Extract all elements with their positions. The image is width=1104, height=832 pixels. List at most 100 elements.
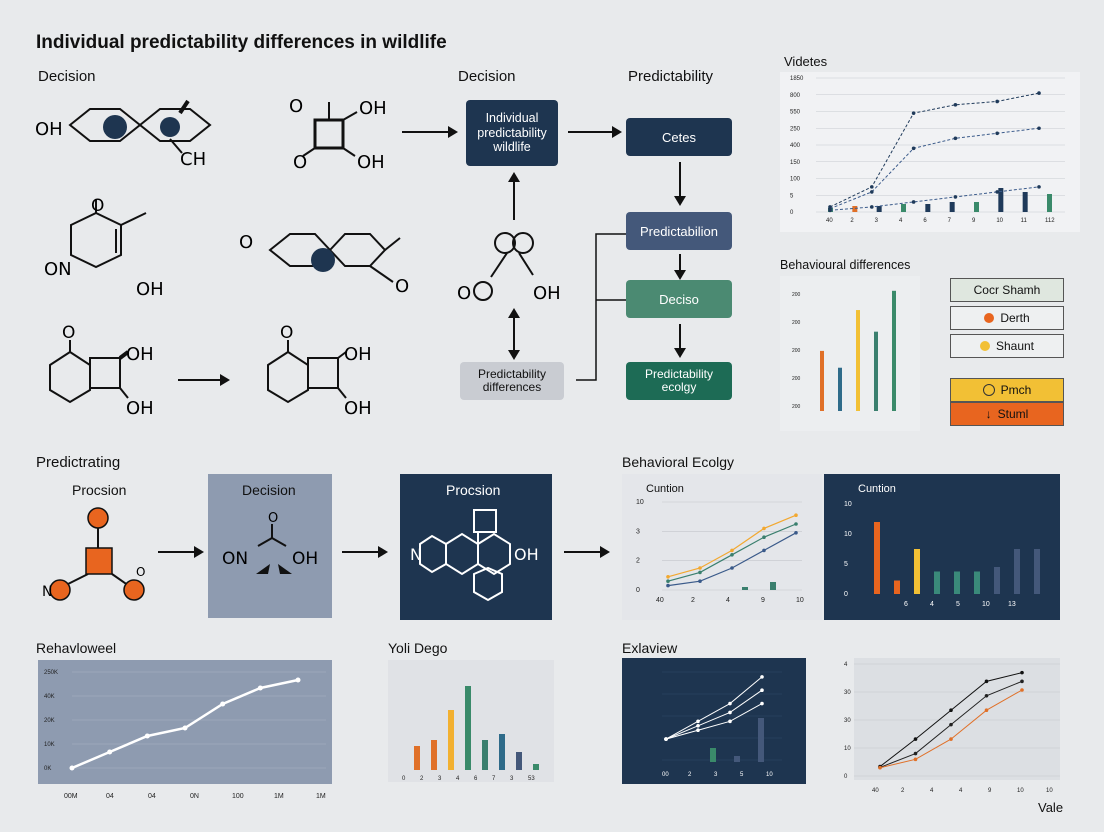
panel-procsion: Procsion N OH bbox=[400, 474, 552, 620]
cuntion-dark-xtick: 13 bbox=[1008, 601, 1016, 608]
videtes-ytick: 400 bbox=[790, 143, 801, 149]
cuntion-point bbox=[666, 575, 670, 579]
cuntion-ytick: 2 bbox=[636, 558, 640, 565]
chart2-title: Yoli Dego bbox=[388, 640, 448, 656]
cuntion-point bbox=[794, 531, 798, 535]
br-point bbox=[913, 751, 918, 756]
videtes-ytick: 0 bbox=[790, 210, 794, 216]
section-label-decision: Decision bbox=[38, 68, 96, 85]
arrow-updown bbox=[508, 308, 520, 360]
arrow-up-1 bbox=[508, 172, 520, 220]
exla-bar bbox=[734, 756, 740, 762]
flow-box-3: Deciso bbox=[626, 280, 732, 318]
mol3-label-c: OH bbox=[136, 279, 164, 300]
br-ytick: 0 bbox=[844, 774, 848, 780]
mol2-label-c: O bbox=[293, 152, 307, 173]
cuntion-ytick: 0 bbox=[636, 587, 640, 594]
yoli-bar bbox=[482, 740, 488, 770]
cuntion-point bbox=[762, 535, 766, 539]
videtes-point bbox=[828, 208, 832, 213]
cuntion-point bbox=[730, 566, 734, 570]
molb-label-b: ON bbox=[222, 549, 248, 569]
rehav-point bbox=[144, 733, 150, 739]
behavioral-ecolgy-label: Behavioral Ecolgy bbox=[622, 454, 735, 470]
arrow-down-1 bbox=[674, 162, 686, 206]
rehav-xtick: 0N bbox=[190, 793, 199, 800]
br-point bbox=[949, 708, 953, 713]
cuntion-dark-bar bbox=[914, 549, 920, 594]
cuntion-dark-xtick: 5 bbox=[956, 601, 960, 608]
cuntion-dark-bar bbox=[1034, 549, 1040, 594]
cuntion-dark-xtick: 6 bbox=[904, 601, 908, 608]
yoli-bar bbox=[465, 686, 471, 770]
mol5-label-c: OH bbox=[126, 398, 154, 419]
mola-label-b: O bbox=[136, 565, 145, 579]
cuntion-ytick: 3 bbox=[636, 528, 640, 535]
rehav-point bbox=[182, 725, 188, 731]
arrow-right-5 bbox=[342, 546, 388, 558]
chart3-title: Exlaview bbox=[622, 640, 678, 656]
yoli-xtick: 0 bbox=[402, 776, 406, 782]
yoli-xtick: 2 bbox=[420, 776, 424, 782]
cuntion-dark-bar bbox=[994, 567, 1000, 594]
cuntion-ytick: 10 bbox=[636, 499, 644, 506]
behavioural-ytick: 200 bbox=[792, 376, 801, 382]
legend-item-derth: Derth bbox=[950, 306, 1064, 330]
videtes-point bbox=[953, 103, 958, 107]
yoli-bar bbox=[431, 740, 437, 770]
rehav-ytick: 0K bbox=[44, 766, 51, 772]
videtes-point bbox=[911, 200, 916, 204]
cuntion-dark-bar bbox=[934, 571, 940, 594]
br-ytick: 30 bbox=[844, 718, 851, 724]
videtes-point bbox=[995, 190, 999, 194]
section-label-decision-mid: Decision bbox=[458, 68, 516, 85]
mol5-label-b: OH bbox=[126, 344, 154, 365]
br-xtick: 10 bbox=[1017, 788, 1024, 794]
br-point bbox=[913, 757, 918, 762]
exla-point bbox=[728, 701, 732, 706]
videtes-xtick: 4 bbox=[899, 218, 903, 224]
rehav-xtick: 100 bbox=[232, 793, 244, 800]
br-point bbox=[984, 708, 989, 713]
molc-label-a: N bbox=[410, 545, 422, 564]
legend-stack: Cocr Shamh Derth Shaunt Pmch ↓Stuml bbox=[950, 278, 1064, 426]
mol6-label-b: OH bbox=[344, 344, 372, 365]
cuntion-dark-bar bbox=[1014, 549, 1020, 594]
yoli-xtick: 7 bbox=[492, 776, 496, 782]
br-xtick: 4 bbox=[930, 788, 934, 794]
mol4-label-b: O bbox=[395, 276, 409, 297]
videtes-bar bbox=[852, 206, 858, 212]
exla-series-line bbox=[665, 676, 763, 740]
chart1-title: Rehavloweel bbox=[36, 640, 117, 656]
cuntion-point bbox=[730, 548, 734, 553]
molecule-2: O OH O OH bbox=[289, 96, 387, 173]
yoli-xtick: 4 bbox=[456, 776, 460, 782]
molecule-7: O OH bbox=[457, 232, 561, 304]
panel2-label: Decision bbox=[242, 482, 296, 498]
br-xtick: 2 bbox=[901, 788, 905, 794]
rehav-ytick: 250K bbox=[44, 670, 58, 676]
videtes-point bbox=[870, 205, 874, 209]
br-xtick: 4 bbox=[959, 788, 963, 794]
videtes-ytick: 100 bbox=[790, 177, 801, 183]
br-ytick: 30 bbox=[844, 690, 851, 696]
videtes-ytick: 150 bbox=[790, 160, 801, 166]
rehav-point bbox=[69, 765, 75, 771]
exla-point bbox=[664, 737, 668, 741]
cuntion-dark-ytick: 5 bbox=[844, 561, 848, 568]
cuntion-dark-bar bbox=[874, 522, 880, 594]
yoli-xtick: 53 bbox=[528, 776, 535, 782]
rehav-point bbox=[295, 677, 301, 683]
section-label-predictrating: Predictrating bbox=[36, 454, 121, 471]
mol1-label-a: OH bbox=[35, 119, 63, 140]
cuntion-point bbox=[762, 548, 766, 553]
mol7-label-a: O bbox=[457, 283, 471, 304]
cuntion-dark-xtick: 4 bbox=[930, 601, 934, 608]
legend-header: Cocr Shamh bbox=[950, 278, 1064, 302]
cuntion-dark-ytick: 10 bbox=[844, 501, 852, 508]
cuntion-xtick: 4 bbox=[726, 597, 730, 604]
